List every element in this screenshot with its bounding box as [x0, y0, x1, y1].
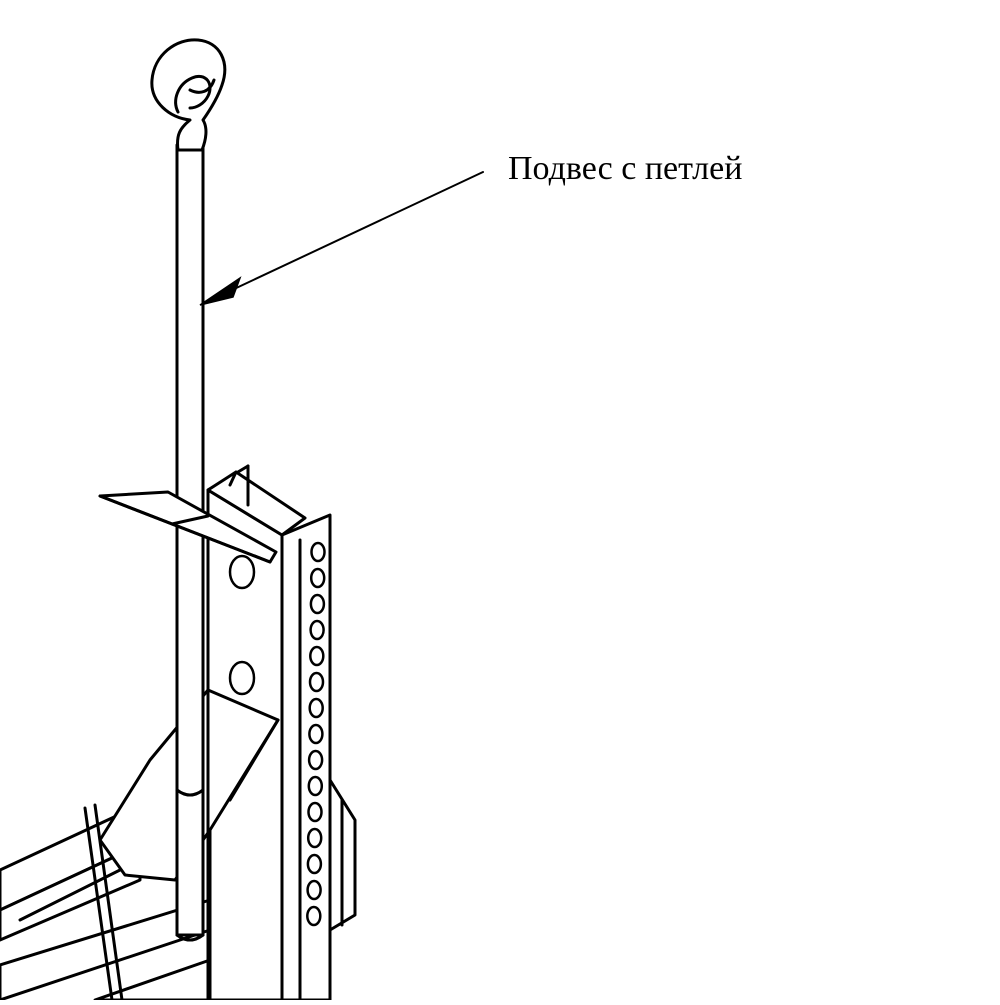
perforation-hole — [308, 723, 324, 745]
perforation-hole — [309, 593, 326, 615]
perforation-holes — [306, 541, 326, 927]
perforation-hole — [308, 697, 324, 719]
mounting-hole — [228, 554, 256, 590]
perforation-hole — [307, 749, 324, 771]
perforation-hole — [309, 567, 326, 589]
hanger-rod — [175, 143, 205, 942]
perforation-hole — [309, 619, 325, 641]
perforation-hole — [306, 853, 323, 875]
perforation-hole — [310, 541, 326, 563]
perforation-hole — [308, 671, 325, 693]
perforation-hole — [306, 827, 323, 849]
perforation-hole — [307, 775, 324, 797]
perforation-hole — [309, 645, 325, 667]
wedge-plate — [98, 490, 278, 564]
mounting-hole — [228, 660, 256, 696]
rear-plate — [328, 778, 357, 932]
perforation-hole — [306, 905, 322, 927]
perforation-hole — [307, 801, 323, 823]
callout-leader — [199, 171, 484, 306]
callout-label: Подвес с петлей — [508, 150, 743, 187]
arrowhead-icon — [199, 276, 242, 306]
perforation-hole — [306, 879, 322, 901]
hanger-loop — [150, 38, 227, 152]
